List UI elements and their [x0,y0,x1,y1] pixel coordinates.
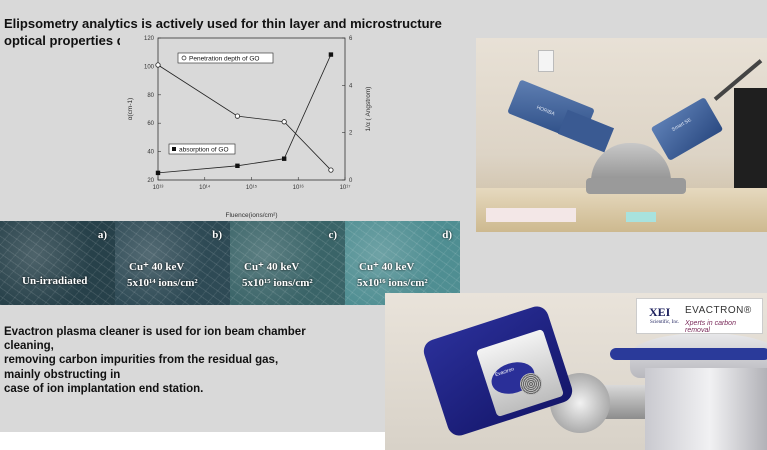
y-left-tick-label: 80 [147,93,154,99]
xei-evactron-logo: XEI Scientific, Inc. EVACTRON® Xperts in… [636,298,763,334]
micrograph-d: d) Cu⁺ 40 keV 5x10¹⁶ ions/cm² [345,221,460,305]
y-right-axis-label: 1/α ( Angstrom) [365,87,372,132]
y-left-tick-label: 100 [144,64,155,70]
micrograph-a: a) Un-irradiated [0,221,115,305]
data-point-open-circle [281,119,287,125]
y-left-tick-label: 20 [147,178,154,184]
x-tick-label: 10¹⁵ [246,184,258,191]
micrograph-letter: b) [212,229,222,241]
chart-svg: 20 40 60 80 100 120 0 2 4 6 10¹³ 10¹⁴ 10¹⁵ 10¹⁶ 10¹⁷ Fl… [127,36,372,219]
wall-outlet [538,50,554,72]
data-point-filled-square [235,163,240,168]
data-point-filled-square [328,52,334,57]
evactron-text-line: cleaning, [4,340,54,353]
device-label-text: Evactron [494,366,516,379]
logo-tagline: Xperts in carbon removal [685,320,736,334]
evactron-description: Evactron plasma cleaner is used for ion … [4,325,339,396]
data-point-filled-square [281,156,287,161]
vent-grille [520,373,542,395]
stage-base [586,178,686,194]
micrograph-label-line: Cu⁺ 40 keV [359,261,415,273]
legend-marker-filled-square [172,147,176,151]
legend-box-penetration [177,52,274,64]
y-left-tick-label: 60 [147,121,154,127]
bottom-margin [0,432,385,450]
ellipsometer-arm-left-lower [557,109,615,153]
micrograph-letter: c) [328,229,337,241]
data-point-open-circle [328,167,334,173]
data-point-filled-square [155,170,161,176]
x-tick-label: 10¹⁴ [199,184,211,191]
ellipsometer-photo: HORIBA Smart SE [476,38,767,232]
x-tick-label: 10¹³ [153,185,164,191]
monitor [734,88,767,198]
y-right-tick-label: 4 [349,83,353,89]
y-left-axis-label: α(cm-1) [127,98,134,121]
chamber-body [645,368,767,450]
micrograph-label-line: Un-irradiated [22,275,88,287]
micrograph-label-line: 5x10¹⁶ ions/cm² [357,277,428,289]
legend-label: Penetration depth of GO [189,56,259,63]
x-axis-label: Fluence(ions/cm²) [225,212,277,219]
logo-xei: XEI [649,305,671,319]
micrograph-strip: a) Un-irradiated b) Cu⁺ 40 keV 5x10¹⁴ io… [0,221,460,305]
evactron-text-line: mainly obstructing in [4,368,121,381]
legend-marker-open-circle [181,55,187,61]
evactron-text-line: Evactron plasma cleaner is used for ion … [4,326,306,338]
optical-properties-chart: 20 40 60 80 100 120 0 2 4 6 10¹³ 10¹⁴ 10¹⁵ 10¹⁶ 10¹⁷ Fl… [120,30,385,222]
y-right-tick-label: 0 [349,178,353,184]
x-tick-label: 10¹⁷ [340,184,351,191]
micrograph-label-line: Cu⁺ 40 keV [244,261,300,273]
logo-evactron: EVACTRON® [685,305,752,316]
series-line-1 [157,54,332,174]
micrograph-c: c) Cu⁺ 40 keV 5x10¹⁵ ions/cm² [230,221,345,305]
micrograph-label-line: 5x10¹⁴ ions/cm² [127,277,198,289]
evactron-photo: Evactron XEI Scientific, Inc. EVACTRON® … [385,293,767,450]
chamber-ring [610,348,767,360]
x-tick-label: 10¹⁶ [293,184,305,191]
bench-items-mid [626,212,656,222]
data-point-open-circle [155,62,161,68]
micrograph-letter: a) [97,229,107,241]
series-line-0 [157,64,332,171]
legend-box-absorption [168,143,236,155]
micrograph-b: b) Cu⁺ 40 keV 5x10¹⁴ ions/cm² [115,221,230,305]
y-left-tick-label: 120 [144,36,155,42]
y-right-tick-label: 6 [349,36,353,42]
legend-label: absorption of GO [179,147,229,154]
logo-scientific: Scientific, Inc. [650,320,680,325]
data-point-open-circle [234,113,241,119]
bench-items-left [486,208,576,222]
micrograph-letter: d) [442,229,452,241]
ellipsometer-arm-right [650,97,724,161]
y-right-tick-label: 2 [349,131,353,137]
micrograph-label-line: 5x10¹⁵ ions/cm² [242,277,313,289]
micrograph-label-line: Cu⁺ 40 keV [129,261,185,273]
evactron-text-line: removing carbon impurities from the resi… [4,354,279,367]
y-left-tick-label: 40 [147,150,154,156]
evactron-text-line: case of ion implantation end station. [4,382,204,395]
